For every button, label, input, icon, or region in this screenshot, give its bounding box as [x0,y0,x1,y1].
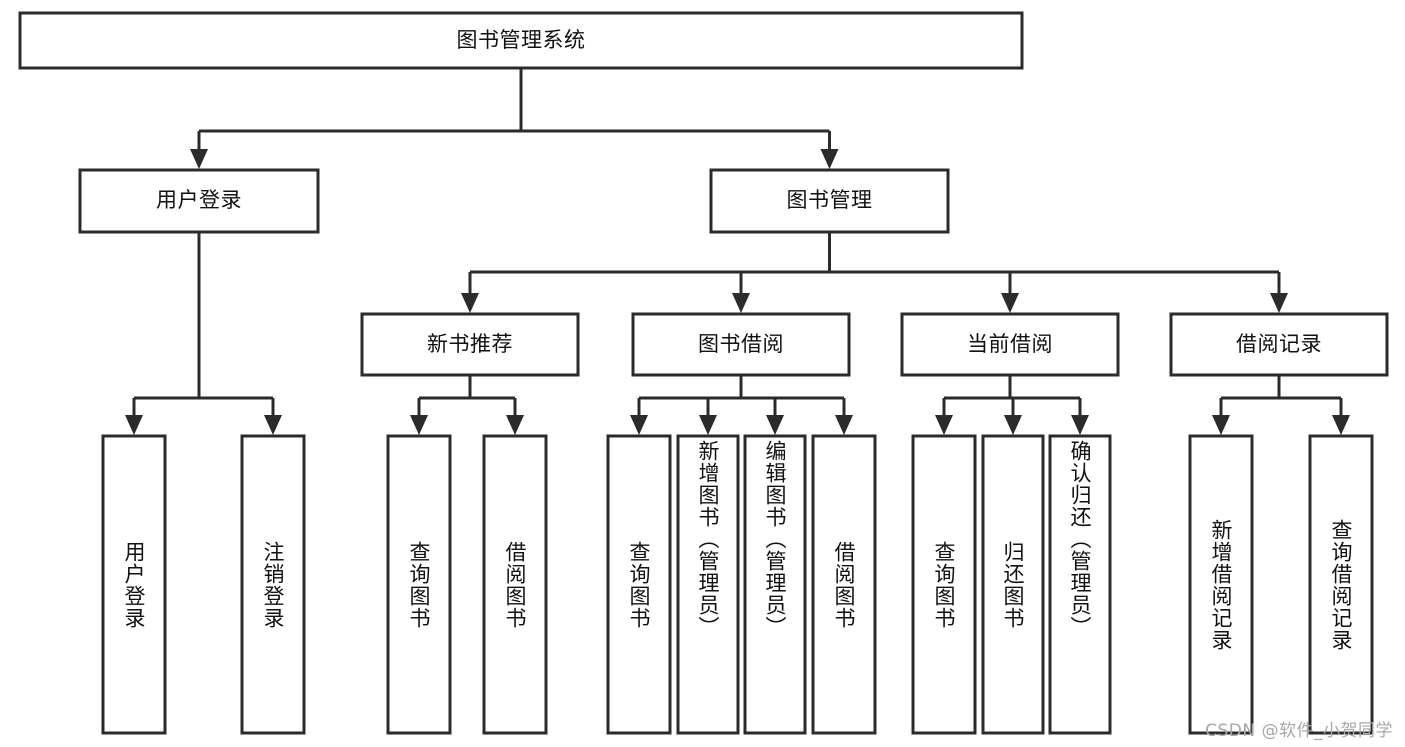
node-root[interactable] [20,13,1022,68]
node-leaf-query-book-3[interactable] [913,436,975,733]
node-leaf-return-book[interactable] [983,436,1043,733]
node-leaf-add-book[interactable] [678,436,738,733]
node-borrow-record[interactable] [1171,314,1387,375]
watermark-text: CSDN @软件_小贺同学 [1205,721,1393,741]
conn-book-management-arrow-0 [461,293,479,313]
node-leaf-logout[interactable] [242,436,304,733]
node-box-root[interactable] [18,11,1024,70]
conn-book-borrow-arrow-1 [699,415,717,435]
node-new-book-recommend[interactable] [362,314,578,375]
conn-current-borrow-arrow-1 [1004,415,1022,435]
conn-root-arrow-0 [190,149,208,169]
node-box-user-login[interactable] [78,168,320,234]
node-box-leaf-confirm-return[interactable] [1048,434,1112,735]
node-leaf-borrow-book-2[interactable] [813,436,875,733]
conn-book-borrow-arrow-2 [766,415,784,435]
node-book-borrow[interactable] [633,314,849,375]
node-box-book-management[interactable] [709,168,950,234]
node-box-leaf-borrow-book-2[interactable] [811,434,877,735]
conn-current-borrow-arrow-2 [1071,415,1089,435]
node-box-leaf-edit-book[interactable] [743,434,807,735]
node-box-leaf-return-book[interactable] [981,434,1045,735]
node-box-leaf-borrow-book-1[interactable] [482,434,548,735]
node-box-leaf-add-record[interactable] [1188,434,1254,735]
node-box-current-borrow[interactable] [900,312,1120,377]
node-box-book-borrow[interactable] [631,312,851,377]
node-box-leaf-user-login[interactable] [101,434,167,735]
node-leaf-confirm-return[interactable] [1050,436,1110,733]
conn-book-borrow-arrow-3 [835,415,853,435]
conn-new-book-recommend-arrow-0 [410,415,428,435]
node-leaf-add-record[interactable] [1190,436,1252,733]
node-box-leaf-add-book[interactable] [676,434,740,735]
node-box-leaf-query-record[interactable] [1308,434,1374,735]
node-box-borrow-record[interactable] [1169,312,1389,377]
node-box-new-book-recommend[interactable] [360,312,580,377]
conn-borrow-record-arrow-0 [1212,415,1230,435]
node-leaf-query-record[interactable] [1310,436,1372,733]
conn-book-management-arrow-1 [732,293,750,313]
node-box-leaf-query-book-3[interactable] [911,434,977,735]
node-book-management[interactable] [711,170,948,232]
node-leaf-user-login[interactable] [103,436,165,733]
conn-root-arrow-1 [820,149,839,169]
node-leaf-query-book-1[interactable] [388,436,450,733]
conn-book-management-arrow-3 [1270,293,1288,313]
node-current-borrow[interactable] [902,314,1118,375]
node-user-login[interactable] [80,170,318,232]
node-leaf-query-book-2[interactable] [608,436,670,733]
conn-borrow-record-arrow-1 [1332,415,1350,435]
conn-book-management-arrow-2 [1001,293,1019,313]
node-box-leaf-query-book-1[interactable] [386,434,452,735]
node-box-leaf-query-book-2[interactable] [606,434,672,735]
conn-book-borrow-arrow-0 [630,415,648,435]
conn-user-login-arrow-0 [125,415,143,435]
node-leaf-borrow-book-1[interactable] [484,436,546,733]
conn-current-borrow-arrow-0 [935,415,953,435]
connector-layer [125,68,1350,435]
box-layer [18,11,1389,735]
node-leaf-edit-book[interactable] [745,436,805,733]
node-box-leaf-logout[interactable] [240,434,306,735]
conn-user-login-arrow-1 [264,415,282,435]
conn-new-book-recommend-arrow-1 [506,415,524,435]
